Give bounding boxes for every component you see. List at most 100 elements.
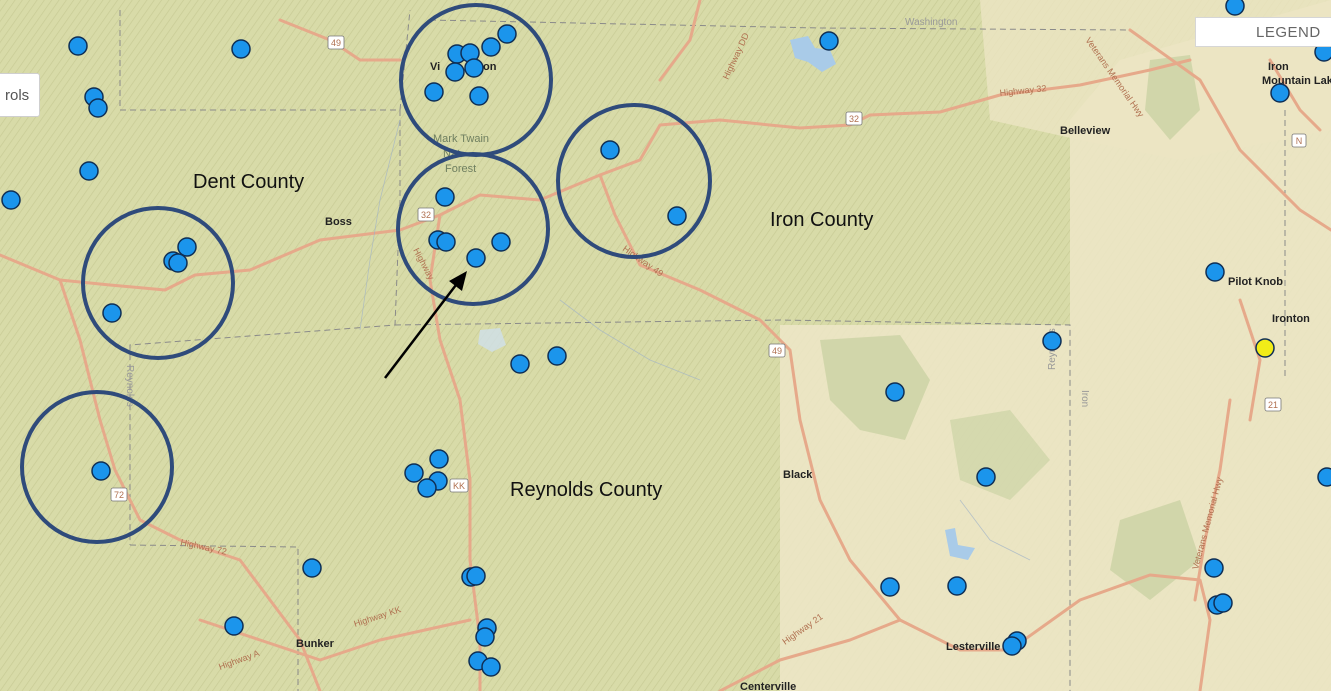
lake <box>478 328 506 352</box>
map-marker[interactable] <box>429 449 449 469</box>
county-label-iron: Iron County <box>770 209 873 231</box>
map-marker[interactable] <box>491 232 511 252</box>
shield-72-text: 72 <box>114 490 124 500</box>
map-marker[interactable] <box>1317 467 1331 487</box>
shield-72 <box>110 487 128 502</box>
map-marker[interactable] <box>497 24 517 44</box>
map-marker[interactable] <box>947 576 967 596</box>
forest-patch <box>1110 500 1200 600</box>
road-shields: 49 32 32 49 72 KK 21 N <box>110 35 1307 502</box>
map-marker[interactable] <box>880 577 900 597</box>
county-label-reynolds: Reynolds County <box>510 479 662 501</box>
lake <box>790 36 836 72</box>
town-viburnum-start: Vi <box>430 61 440 73</box>
county-boundaries <box>119 9 1286 691</box>
town-mountain-lake: Mountain Lake <box>1262 75 1331 87</box>
map-marker[interactable] <box>1270 83 1290 103</box>
shield-49-south-text: 49 <box>772 346 782 356</box>
shield-n <box>1291 133 1307 148</box>
map-marker[interactable] <box>436 232 456 252</box>
annotation-circle <box>20 390 174 544</box>
map-marker[interactable] <box>102 303 122 323</box>
road-label-highway-32: Highway 32 <box>999 83 1047 98</box>
map-marker-highlighted[interactable] <box>1255 338 1275 358</box>
map-marker[interactable] <box>417 478 437 498</box>
shield-49-south <box>768 343 786 358</box>
forest-patch <box>1145 55 1200 140</box>
map-marker[interactable] <box>404 463 424 483</box>
map-marker[interactable] <box>481 657 501 677</box>
shield-n-text: N <box>1296 136 1303 146</box>
map-marker[interactable] <box>79 161 99 181</box>
town-viburnum-end: on <box>483 61 497 73</box>
town-black: Black <box>783 469 813 481</box>
shield-32-west-text: 32 <box>421 210 431 220</box>
shield-kk-text: KK <box>453 481 465 491</box>
map-marker[interactable] <box>1205 262 1225 282</box>
map-marker[interactable] <box>168 253 188 273</box>
annotation-arrow <box>384 271 467 379</box>
map-marker[interactable] <box>91 461 111 481</box>
map-marker[interactable] <box>68 36 88 56</box>
map-markers[interactable] <box>1 0 1331 677</box>
shield-49-north <box>327 35 345 50</box>
map-marker[interactable] <box>302 558 322 578</box>
map-marker[interactable] <box>88 98 108 118</box>
label-washington: Washington <box>905 17 957 28</box>
map-marker[interactable] <box>445 62 465 82</box>
label-iron-east: Iron <box>1079 390 1090 407</box>
town-iron-mountain: Iron <box>1268 61 1289 73</box>
town-lesterville: Lesterville <box>946 641 1000 653</box>
shield-32-east-text: 32 <box>849 114 859 124</box>
town-centerville: Centerville <box>740 681 796 691</box>
annotation-circle <box>396 152 550 306</box>
map-marker[interactable] <box>819 31 839 51</box>
map-marker[interactable] <box>510 354 530 374</box>
forest-patch <box>820 335 930 440</box>
map-marker[interactable] <box>424 82 444 102</box>
map-marker[interactable] <box>885 382 905 402</box>
map-marker[interactable] <box>177 237 197 257</box>
map-marker[interactable] <box>435 187 455 207</box>
map-marker[interactable] <box>1042 331 1062 351</box>
annotation-circles <box>20 3 712 544</box>
map-marker[interactable] <box>976 467 996 487</box>
map-marker[interactable] <box>1 190 21 210</box>
map-marker[interactable] <box>1213 593 1233 613</box>
map-marker[interactable] <box>1204 558 1224 578</box>
town-pilot-knob: Pilot Knob <box>1228 276 1283 288</box>
shield-kk <box>449 478 469 493</box>
annotation-circle <box>81 206 235 360</box>
map-marker[interactable] <box>1002 636 1022 656</box>
map-marker[interactable] <box>1225 0 1245 16</box>
map-marker[interactable] <box>231 39 251 59</box>
town-bunker: Bunker <box>296 638 335 650</box>
shield-49-north-text: 49 <box>331 38 341 48</box>
map-marker[interactable] <box>547 346 567 366</box>
map-marker[interactable] <box>481 37 501 57</box>
map-marker[interactable] <box>667 206 687 226</box>
map-marker[interactable] <box>466 566 486 586</box>
map-marker[interactable] <box>475 627 495 647</box>
map-marker[interactable] <box>224 616 244 636</box>
town-ironton: Ironton <box>1272 313 1310 325</box>
shield-32-east <box>845 111 863 126</box>
annotation-circle <box>556 103 712 259</box>
forest-patch <box>950 410 1050 500</box>
lake <box>945 528 975 560</box>
legend-button[interactable]: LEGEND <box>1195 17 1331 47</box>
streams <box>359 119 1031 561</box>
label-reynolds-vertical: Reynolds <box>124 365 135 407</box>
town-boss: Boss <box>325 216 352 228</box>
map-marker[interactable] <box>464 58 484 78</box>
map-marker[interactable] <box>466 248 486 268</box>
forest-label-line3: Forest <box>445 163 476 175</box>
county-label-dent: Dent County <box>193 171 304 193</box>
map-marker[interactable] <box>469 86 489 106</box>
shield-21 <box>1264 397 1282 412</box>
map-controls-button[interactable]: rols <box>0 73 40 117</box>
town-belleview: Belleview <box>1060 125 1111 137</box>
map-marker[interactable] <box>600 140 620 160</box>
